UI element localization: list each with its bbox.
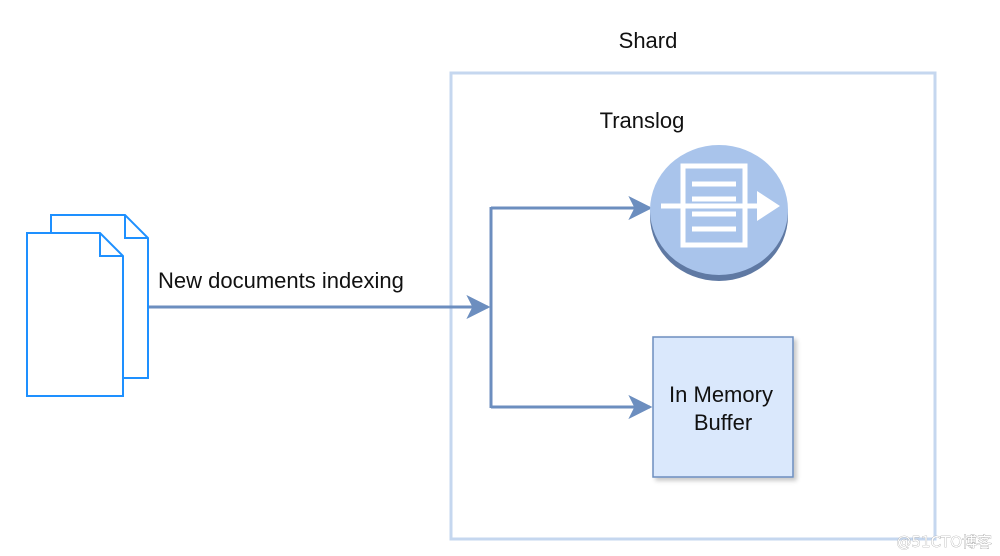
buffer-label-line2: Buffer (694, 410, 752, 435)
shard-label: Shard (619, 28, 678, 53)
new-documents-indexing-label: New documents indexing (158, 268, 404, 293)
buffer-label-line1: In Memory (669, 382, 773, 407)
stacked-documents-icon (26, 214, 149, 397)
in-memory-buffer: In Memory Buffer (652, 336, 794, 478)
translog-queue-icon (650, 145, 788, 281)
watermark: @51CTO博客 (896, 533, 992, 551)
translog-label: Translog (600, 108, 685, 133)
